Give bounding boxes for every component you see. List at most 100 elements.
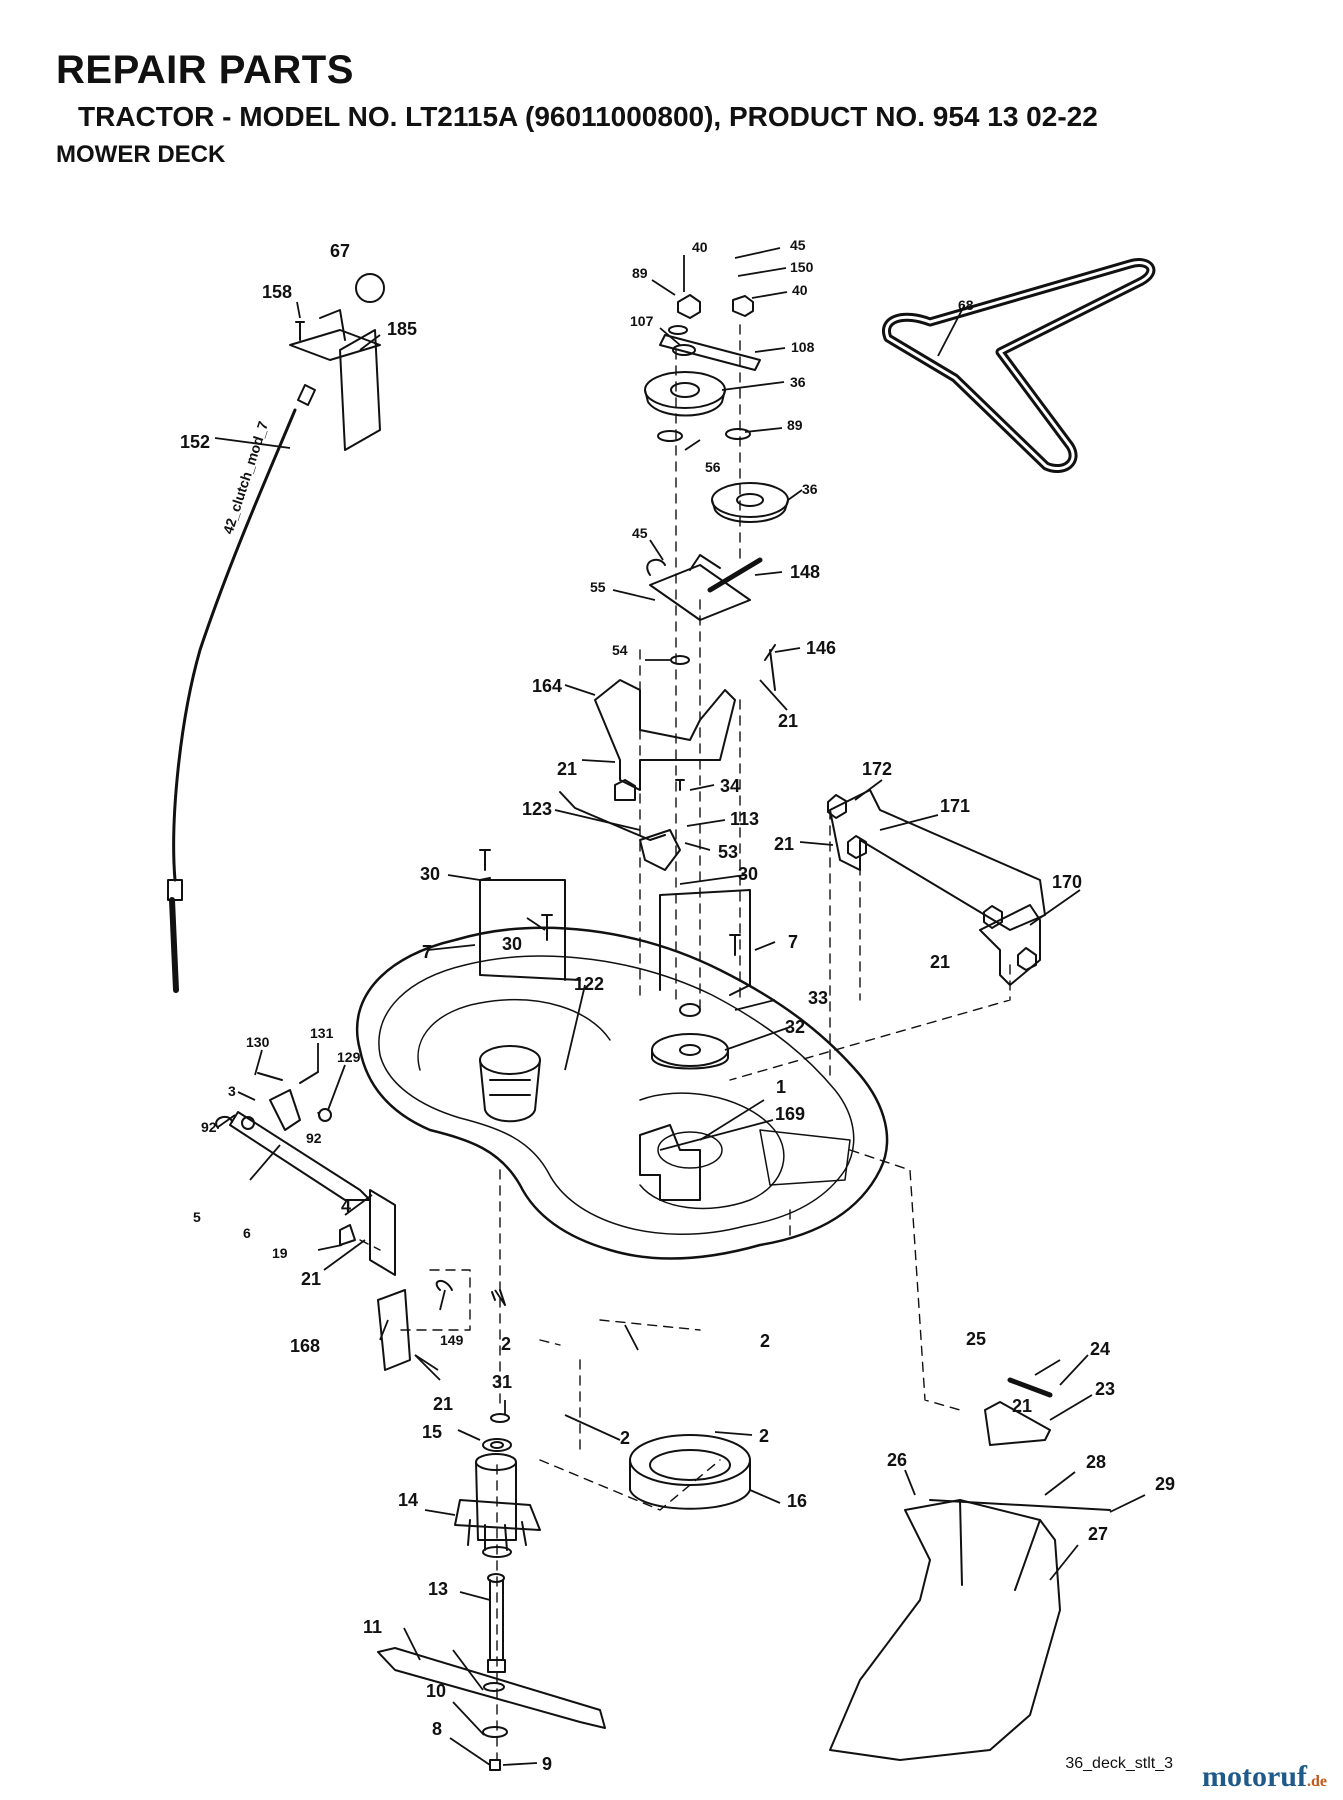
callout-16: 16 [787, 1491, 807, 1511]
callout-45: 45 [790, 237, 806, 253]
callout-24: 24 [1090, 1339, 1110, 1359]
part-labels: 67 158 185 152 40 45 89 150 40 68 107 10… [180, 237, 1175, 1774]
callout-6: 6 [243, 1225, 251, 1241]
callout-149: 149 [440, 1332, 464, 1348]
callout-150: 150 [790, 259, 814, 275]
assembly-lines [359, 324, 1011, 1761]
callout-11: 11 [363, 1617, 382, 1637]
drive-belt [882, 258, 1156, 473]
callout-30: 30 [738, 864, 758, 884]
callout-2: 2 [759, 1426, 769, 1446]
callout-169: 169 [775, 1104, 805, 1124]
callout-40: 40 [792, 282, 808, 298]
callout-170: 170 [1052, 872, 1082, 892]
callout-5: 5 [193, 1209, 201, 1225]
callout-7: 7 [788, 932, 798, 952]
callout-21: 21 [930, 952, 950, 972]
callout-146: 146 [806, 638, 836, 658]
callout-23: 23 [1095, 1379, 1115, 1399]
callout-21: 21 [557, 759, 577, 779]
discharge-chute [829, 1499, 1061, 1761]
callout-2: 2 [760, 1331, 770, 1351]
callout-113: 113 [730, 809, 759, 829]
callout-36: 36 [790, 374, 806, 390]
callout-171: 171 [940, 796, 970, 816]
callout-122: 122 [574, 974, 604, 994]
callout-172: 172 [862, 759, 892, 779]
callout-108: 108 [791, 339, 815, 355]
callout-45: 45 [632, 525, 648, 541]
engagement-linkage [215, 1071, 506, 1371]
callout-25: 25 [966, 1329, 986, 1349]
cable-text: 42_clutch_mod_7 [220, 419, 272, 536]
hairpin-45 [646, 558, 666, 576]
callout-131: 131 [310, 1025, 334, 1041]
callout-2: 2 [620, 1428, 630, 1448]
callout-21: 21 [1012, 1396, 1032, 1416]
callout-185: 185 [387, 319, 417, 339]
callout-27: 27 [1088, 1524, 1108, 1544]
callout-19: 19 [272, 1245, 288, 1261]
page-subtitle: TRACTOR - MODEL NO. LT2115A (96011000800… [78, 101, 1098, 132]
bracket-171 [827, 789, 1046, 986]
callout-32: 32 [785, 1017, 805, 1037]
idler-stack [644, 294, 789, 523]
callout-3: 3 [228, 1083, 236, 1099]
callout-29: 29 [1155, 1474, 1175, 1494]
callout-67: 67 [330, 241, 350, 261]
callout-164: 164 [532, 676, 562, 696]
callout-56: 56 [705, 459, 721, 475]
rod-123 [559, 791, 666, 841]
pulley-32 [651, 1003, 729, 1070]
idler-bracket [639, 1124, 701, 1201]
callout-53: 53 [718, 842, 738, 862]
callout-8: 8 [432, 1719, 442, 1739]
watermark-logo: motoruf.de [1202, 1760, 1327, 1794]
callout-89: 89 [632, 265, 648, 281]
spindle-shaft [487, 1579, 506, 1673]
deck-spindle [479, 1045, 541, 1123]
callout-92: 92 [201, 1119, 217, 1135]
callout-89: 89 [787, 417, 803, 433]
callout-148: 148 [790, 562, 820, 582]
page-title: REPAIR PARTS [56, 48, 354, 92]
callout-21: 21 [774, 834, 794, 854]
hinge-rod [929, 1499, 1111, 1511]
belt-guide-left [479, 877, 581, 981]
callout-129: 129 [337, 1049, 361, 1065]
baffle-ring [629, 1434, 751, 1510]
callout-1: 1 [776, 1077, 786, 1097]
mower-blade [377, 1647, 606, 1729]
callout-107: 107 [630, 313, 654, 329]
callout-34: 34 [720, 776, 740, 796]
callout-36: 36 [802, 481, 818, 497]
header: REPAIR PARTS TRACTOR - MODEL NO. LT2115A… [56, 46, 1098, 170]
watermark-main: motoruf [1202, 1760, 1307, 1793]
callout-2: 2 [501, 1334, 511, 1354]
callout-31: 31 [492, 1372, 512, 1392]
knob-67 [355, 273, 385, 303]
callout-26: 26 [887, 1450, 907, 1470]
spring-25 [1007, 1377, 1053, 1398]
callout-9: 9 [542, 1754, 552, 1774]
drawing-reference: 36_deck_stlt_3 [1065, 1755, 1173, 1772]
callout-13: 13 [428, 1579, 448, 1599]
callout-4: 4 [341, 1196, 351, 1216]
deflector-bracket [984, 1401, 1051, 1446]
callout-40: 40 [692, 239, 708, 255]
section-title: MOWER DECK [56, 141, 226, 168]
callout-55: 55 [590, 579, 606, 595]
callout-30: 30 [420, 864, 440, 884]
callout-10: 10 [426, 1681, 446, 1701]
callout-54: 54 [612, 642, 628, 658]
spring-148 [707, 557, 763, 593]
callout-15: 15 [422, 1422, 442, 1442]
callout-21: 21 [778, 711, 798, 731]
callout-158: 158 [262, 282, 292, 302]
callout-21: 21 [301, 1269, 321, 1289]
bracket-164 [594, 679, 736, 791]
callout-152: 152 [180, 432, 210, 452]
bracket-53 [639, 829, 681, 871]
callout-14: 14 [398, 1490, 418, 1510]
